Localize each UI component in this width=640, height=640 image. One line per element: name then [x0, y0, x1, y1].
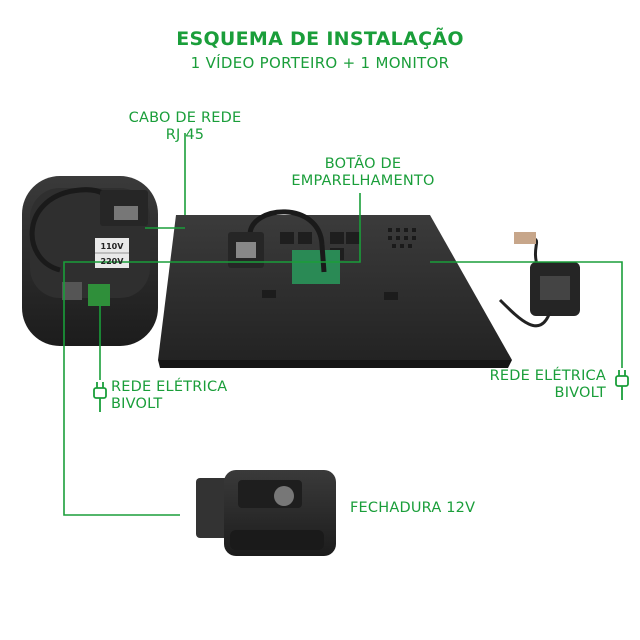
power-right-label-line1: REDE ELÉTRICA: [489, 368, 606, 384]
lock-label: FECHADURA 12V: [350, 500, 476, 516]
pair-button-label: BOTÃO DE EMPARELHAMENTO: [288, 156, 438, 190]
power-left-label-line2: BIVOLT: [111, 396, 163, 412]
power-adapter: [498, 232, 580, 328]
page-title: ESQUEMA DE INSTALAÇÃO: [176, 28, 464, 50]
network-cable-label-line1: CABO DE REDE: [128, 110, 242, 126]
network-cable-label: CABO DE REDE RJ 45: [127, 110, 243, 144]
indoor-monitor: [158, 209, 512, 368]
power-left-label: REDE ELÉTRICA BIVOLT: [111, 379, 227, 413]
pair-button-label-line2: EMPARELHAMENTO: [291, 173, 435, 189]
page-subtitle: 1 VÍDEO PORTEIRO + 1 MONITOR: [190, 54, 450, 72]
connector-lines: [63, 133, 623, 516]
power-right-label: REDE ELÉTRICA BIVOLT: [488, 368, 606, 402]
power-right-label-line2: BIVOLT: [554, 385, 606, 401]
electric-lock: [196, 470, 336, 556]
plug-icon: [93, 382, 107, 412]
power-left-label-line1: REDE ELÉTRICA: [111, 379, 228, 395]
voltage-220-label: 220V: [101, 257, 125, 266]
network-cable-label-line2: RJ 45: [165, 127, 205, 143]
pair-button-label-line1: BOTÃO DE: [324, 156, 402, 172]
voltage-110-label: 110V: [101, 242, 125, 251]
plug-icon: [615, 370, 629, 400]
outdoor-intercom-unit: [22, 176, 158, 346]
